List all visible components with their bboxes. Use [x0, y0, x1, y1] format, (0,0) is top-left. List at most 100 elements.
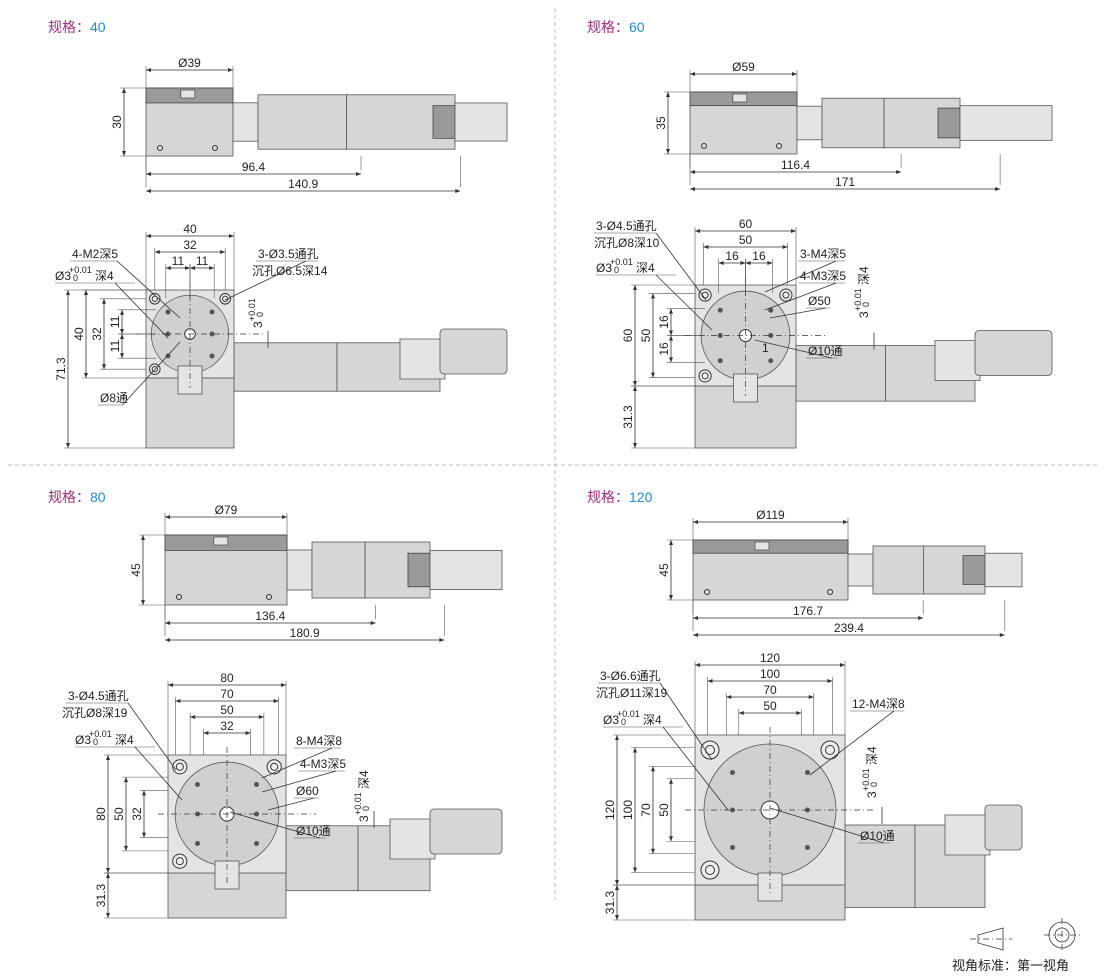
dimension-label: 70	[639, 803, 653, 817]
dimension-arrow	[165, 621, 170, 625]
callout-leader	[127, 702, 177, 771]
clamp	[733, 373, 758, 403]
callout-text: 12-M4深8	[852, 697, 905, 711]
dimension-arrow	[146, 172, 151, 176]
dimension-label: 32	[183, 238, 197, 252]
dimension-label: 116.4	[781, 158, 810, 172]
dimension-label: 35	[654, 116, 668, 130]
dimension-label: 31.3	[603, 890, 617, 914]
tolerance-suffix: 深4	[357, 770, 371, 789]
tolerance-lower: 0	[614, 265, 619, 275]
screw-icon	[176, 594, 182, 600]
gearbox	[821, 97, 885, 149]
dimension-label: 11	[172, 254, 185, 268]
gearbox	[311, 541, 366, 599]
dimension-label: 140.9	[288, 177, 318, 191]
callout-text: Ø10通	[808, 344, 843, 358]
tolerance-main: 3	[857, 311, 871, 318]
dimension-arrow	[245, 731, 251, 735]
callout-text: 8-M4深8	[296, 734, 342, 748]
dimension-label: 171	[835, 175, 855, 189]
tolerance-suffix: 深4	[95, 269, 114, 283]
dimension-arrow	[633, 747, 637, 753]
connector	[984, 552, 1023, 588]
spec-title-label: 规格：	[48, 19, 90, 35]
screw-icon	[827, 589, 833, 595]
tapped-hole	[730, 807, 735, 813]
tapped-hole	[209, 309, 215, 315]
callout-text: Ø10通	[860, 829, 895, 843]
callout-text: 沉孔Ø8深10	[594, 236, 660, 250]
dimension-arrow	[666, 92, 670, 97]
dimension-label: 100	[760, 667, 780, 681]
dimension-label: 31.3	[621, 405, 635, 429]
tapped-hole	[209, 331, 215, 337]
knob	[407, 552, 431, 588]
dimension-arrow	[122, 151, 126, 156]
tapped-hole	[805, 770, 810, 775]
callout-leader	[116, 260, 181, 319]
dimension-arrow	[106, 868, 110, 873]
tapped-hole	[730, 845, 735, 850]
dimension-arrow	[791, 229, 796, 233]
dimension-arrow	[439, 638, 445, 642]
clamp-block	[754, 541, 770, 551]
tapped-hole	[730, 770, 735, 775]
dimension-arrow	[228, 68, 233, 72]
connector	[429, 550, 503, 591]
tolerance-main: Ø3	[603, 713, 619, 727]
dimension-arrow	[740, 261, 746, 265]
dimension-arrow	[827, 679, 833, 683]
first-angle-circle-icon	[1044, 918, 1080, 953]
cable-connector	[389, 818, 436, 860]
dimension-arrow	[633, 443, 637, 448]
dimension-label: 70	[763, 683, 777, 697]
dimension-label: Ø39	[178, 56, 201, 70]
dimension-arrow	[190, 715, 196, 719]
callout-leader	[261, 747, 333, 779]
dimension-arrow	[738, 711, 744, 715]
dimension-arrow	[66, 443, 70, 448]
dimension-arrow	[669, 595, 673, 600]
coupling	[232, 102, 259, 142]
dimension-arrow	[633, 381, 637, 386]
dimension-arrow	[273, 699, 279, 703]
dimension-arrow	[120, 353, 124, 359]
callout-leader	[764, 282, 837, 311]
tolerance-upper: +0.01	[353, 792, 363, 815]
callout-text: 4-M3深5	[800, 269, 846, 283]
tolerance-upper: +0.01	[69, 265, 92, 275]
tapped-hole	[717, 358, 723, 364]
tapped-hole	[768, 358, 774, 364]
dimension-label: Ø59	[732, 60, 755, 74]
dimension-arrow	[633, 867, 637, 873]
tapped-hole	[805, 845, 810, 850]
tolerance-lower: 0	[361, 806, 371, 811]
dimension-label: 16	[752, 249, 766, 263]
callout-text: Ø8通	[100, 391, 128, 405]
dimension-label: 120	[603, 800, 617, 820]
tapped-hole	[717, 307, 723, 313]
connector	[454, 102, 508, 142]
through-hole	[151, 366, 158, 373]
through-hole	[151, 295, 158, 302]
dimension-arrow	[690, 72, 695, 76]
tolerance-suffix: 深4	[643, 713, 662, 727]
cable-connector	[399, 338, 446, 380]
dimension-arrow	[651, 372, 655, 378]
tolerance-main: 3	[251, 321, 265, 328]
dimension-arrow	[651, 848, 655, 854]
vertical-tolerance: 3+0.010	[247, 298, 265, 328]
callout-text: 沉孔Ø11深19	[596, 686, 667, 700]
clamp-block	[732, 93, 748, 103]
dimension-arrow	[615, 915, 619, 920]
dimension-arrow	[995, 187, 1001, 191]
